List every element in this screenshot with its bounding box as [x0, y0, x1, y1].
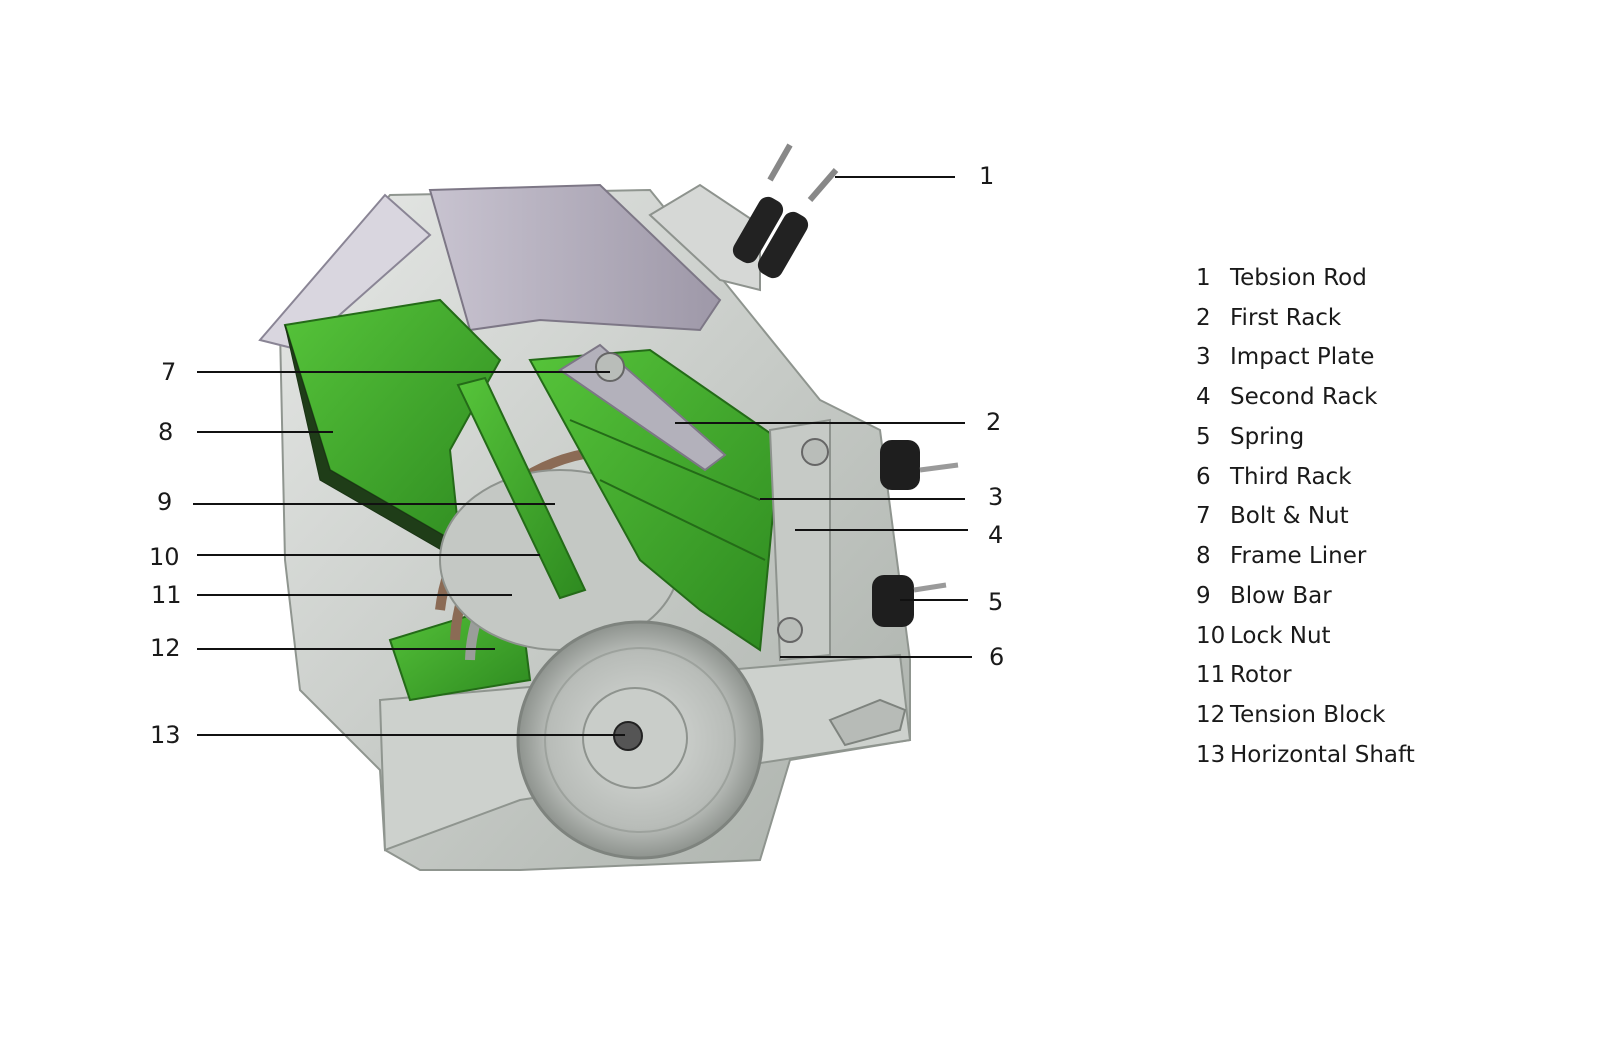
legend-number: 7 [1196, 503, 1211, 530]
pulley [516, 620, 764, 860]
parts-legend: 1 Tebsion Rod 2 First Rack 3 Impact Plate 4… [1196, 258, 1415, 775]
legend-number: 1 [1196, 264, 1211, 291]
hopper-side [258, 193, 432, 352]
legend-label: Third Rack [1230, 463, 1352, 490]
leader-lines [193, 176, 972, 736]
impact-plate [528, 348, 782, 652]
callout-3: 3 [988, 483, 1004, 511]
legend-item: 7 Bolt & Nut [1196, 497, 1415, 537]
legend-label: Second Rack [1230, 384, 1378, 411]
callout-10: 10 [149, 543, 180, 571]
legend-item: 9 Blow Bar [1196, 576, 1415, 616]
callout-2: 2 [986, 408, 1002, 436]
legend-label: Frame Liner [1230, 543, 1367, 570]
bolt-6 [777, 617, 803, 643]
crusher-body [258, 143, 959, 871]
springs [872, 440, 959, 627]
callout-13: 13 [150, 721, 181, 749]
legend-item: 1 Tebsion Rod [1196, 258, 1415, 298]
bolt-2 [801, 438, 829, 466]
legend-number: 5 [1196, 423, 1211, 450]
bolt-nut-7 [595, 352, 625, 382]
callout-7: 7 [161, 358, 177, 386]
callout-8: 8 [158, 418, 174, 446]
legend-label: Rotor [1230, 662, 1292, 689]
legend-label: Bolt & Nut [1230, 503, 1349, 530]
legend-number: 11 [1196, 662, 1226, 689]
legend-item: 6 Third Rack [1196, 457, 1415, 497]
legend-label: Tebsion Rod [1230, 264, 1367, 291]
callout-11: 11 [151, 581, 182, 609]
legend-number: 8 [1196, 543, 1211, 570]
legend-label: Blow Bar [1230, 582, 1332, 609]
legend-number: 4 [1196, 384, 1211, 411]
legend-item: 2 First Rack [1196, 298, 1415, 338]
callout-12: 12 [150, 634, 181, 662]
legend-label: Spring [1230, 423, 1305, 450]
legend-item: 5 Spring [1196, 417, 1415, 457]
legend-item: 4 Second Rack [1196, 377, 1415, 417]
callout-1: 1 [979, 162, 995, 190]
callout-5: 5 [988, 588, 1004, 616]
legend-label: Horizontal Shaft [1230, 741, 1415, 768]
legend-label: First Rack [1230, 304, 1342, 331]
legend-number: 2 [1196, 304, 1211, 331]
callout-6: 6 [989, 643, 1005, 671]
legend-item: 8 Frame Liner [1196, 536, 1415, 576]
legend-number: 6 [1196, 463, 1211, 490]
legend-number: 13 [1196, 741, 1226, 768]
legend-number: 3 [1196, 344, 1211, 371]
callout-4: 4 [988, 521, 1004, 549]
legend-number: 10 [1196, 622, 1226, 649]
legend-label: Lock Nut [1230, 622, 1331, 649]
legend-label: Impact Plate [1230, 344, 1375, 371]
callout-9: 9 [157, 488, 173, 516]
blow-bar [456, 376, 587, 600]
legend-label: Tension Block [1230, 702, 1386, 729]
legend-number: 12 [1196, 702, 1226, 729]
legend-number: 9 [1196, 582, 1211, 609]
tension-rod-assembly [648, 143, 839, 292]
right-bracket [828, 698, 907, 747]
legend-item: 3 Impact Plate [1196, 338, 1415, 378]
